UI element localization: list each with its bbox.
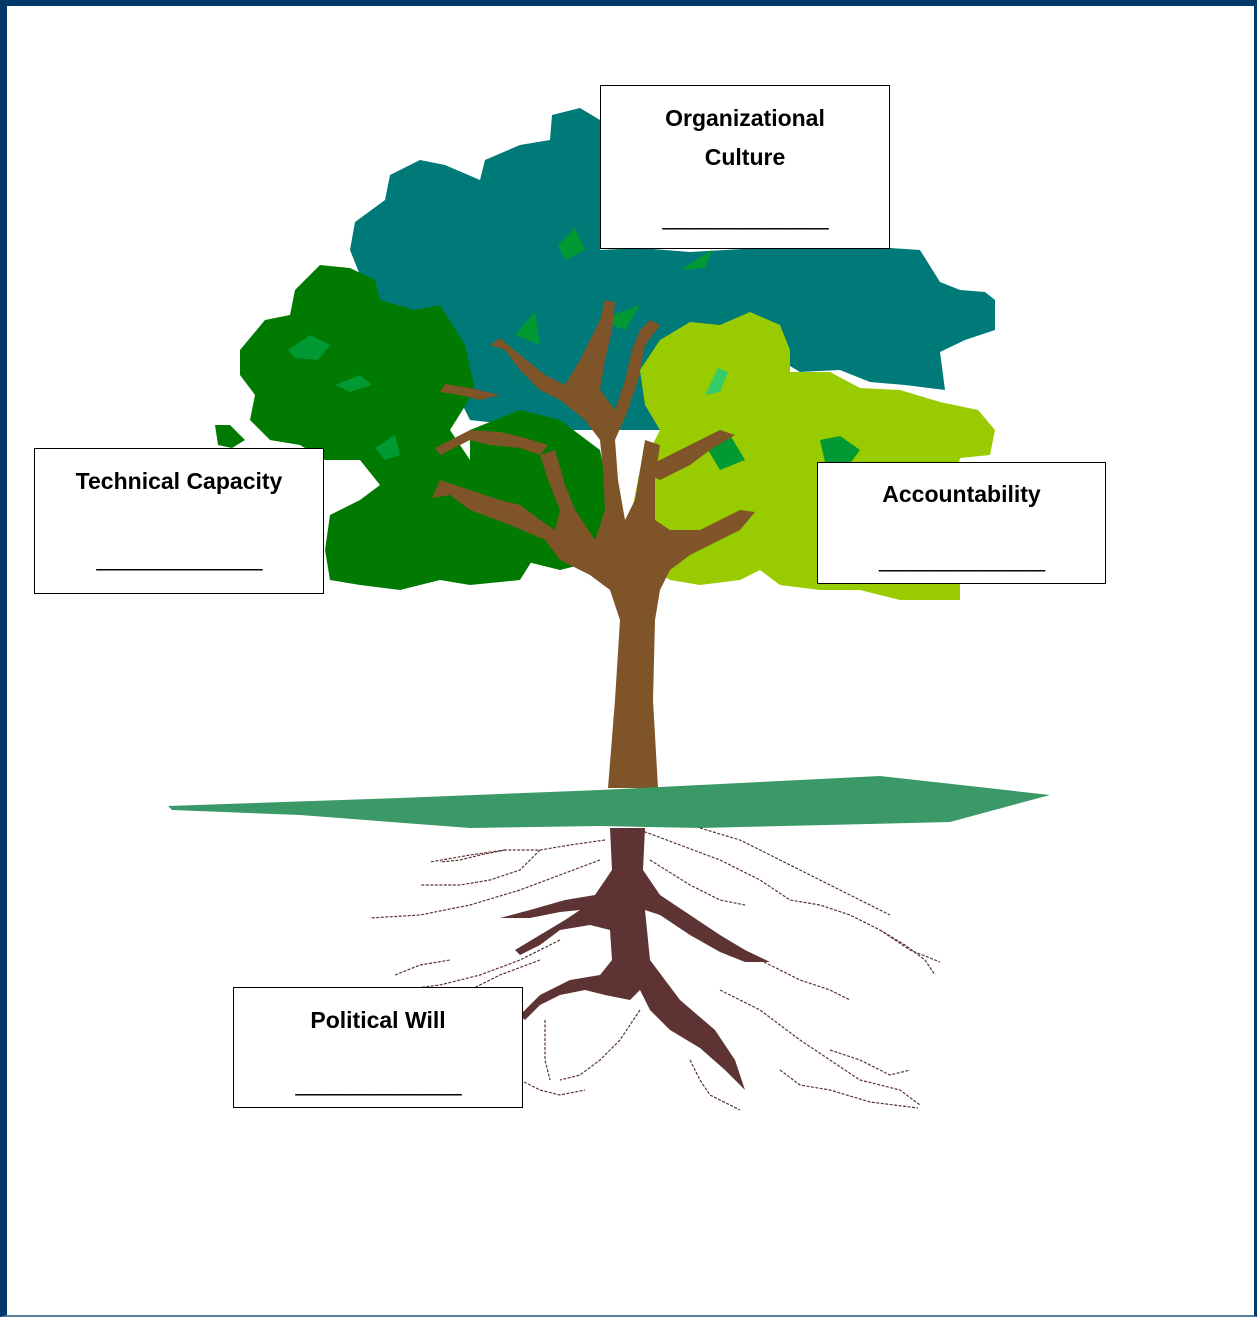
roots <box>500 828 770 1090</box>
political-will-title: Political Will <box>310 1007 446 1033</box>
organizational-culture-title-line1: Organizational <box>665 105 825 131</box>
political-will-blank-line: ______________ <box>295 1070 461 1096</box>
technical-capacity-blank-line: ______________ <box>96 545 262 571</box>
accountability-title: Accountability <box>882 481 1041 507</box>
leaf-highlight <box>705 368 728 395</box>
accountability-blank-line: ______________ <box>878 546 1045 572</box>
organizational-culture-title-line2: Culture <box>704 144 786 170</box>
fine-roots <box>369 827 941 1111</box>
ground <box>168 776 1050 828</box>
organizational-culture-blank-line: ______________ <box>662 204 828 230</box>
technical-capacity-title: Technical Capacity <box>75 468 283 494</box>
political-will-box: Political Will ______________ <box>233 987 523 1108</box>
technical-capacity-box: Technical Capacity ______________ <box>34 448 324 594</box>
accountability-box: Accountability ______________ <box>817 462 1106 584</box>
organizational-culture-box: Organizational Culture ______________ <box>600 85 890 249</box>
canopy-highlights <box>288 335 400 460</box>
tree-trunk <box>432 300 755 788</box>
